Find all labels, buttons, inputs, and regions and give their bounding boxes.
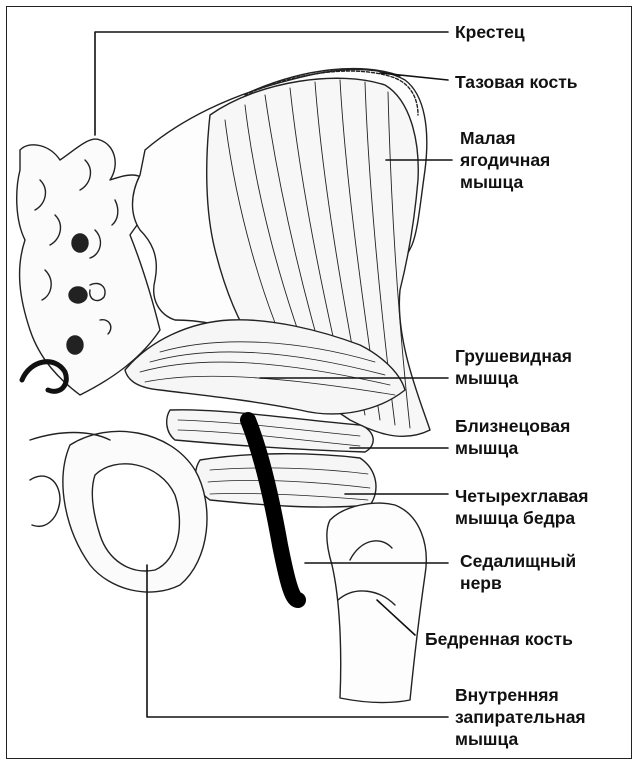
quadratus-femoris-muscle — [196, 454, 376, 507]
label-gluteus-minimus: Малая ягодичная мышца — [460, 127, 550, 193]
obturator-internus-muscle — [30, 431, 207, 592]
label-gemellus: Близнецовая мышца — [455, 415, 570, 459]
label-sacrum: Крестец — [455, 21, 525, 43]
label-obturator-internus: Внутренняя запирательная мышца — [455, 684, 586, 750]
gemellus-muscle — [167, 410, 373, 452]
label-femur: Бедренная кость — [425, 628, 573, 650]
label-pelvic-bone: Тазовая кость — [455, 71, 578, 93]
label-sciatic-nerve: Седалищный нерв — [460, 550, 576, 594]
label-quadratus-femoris: Четырехглавая мышца бедра — [455, 485, 588, 529]
femur-bone — [327, 503, 426, 702]
label-piriformis: Грушевидная мышца — [455, 345, 572, 389]
